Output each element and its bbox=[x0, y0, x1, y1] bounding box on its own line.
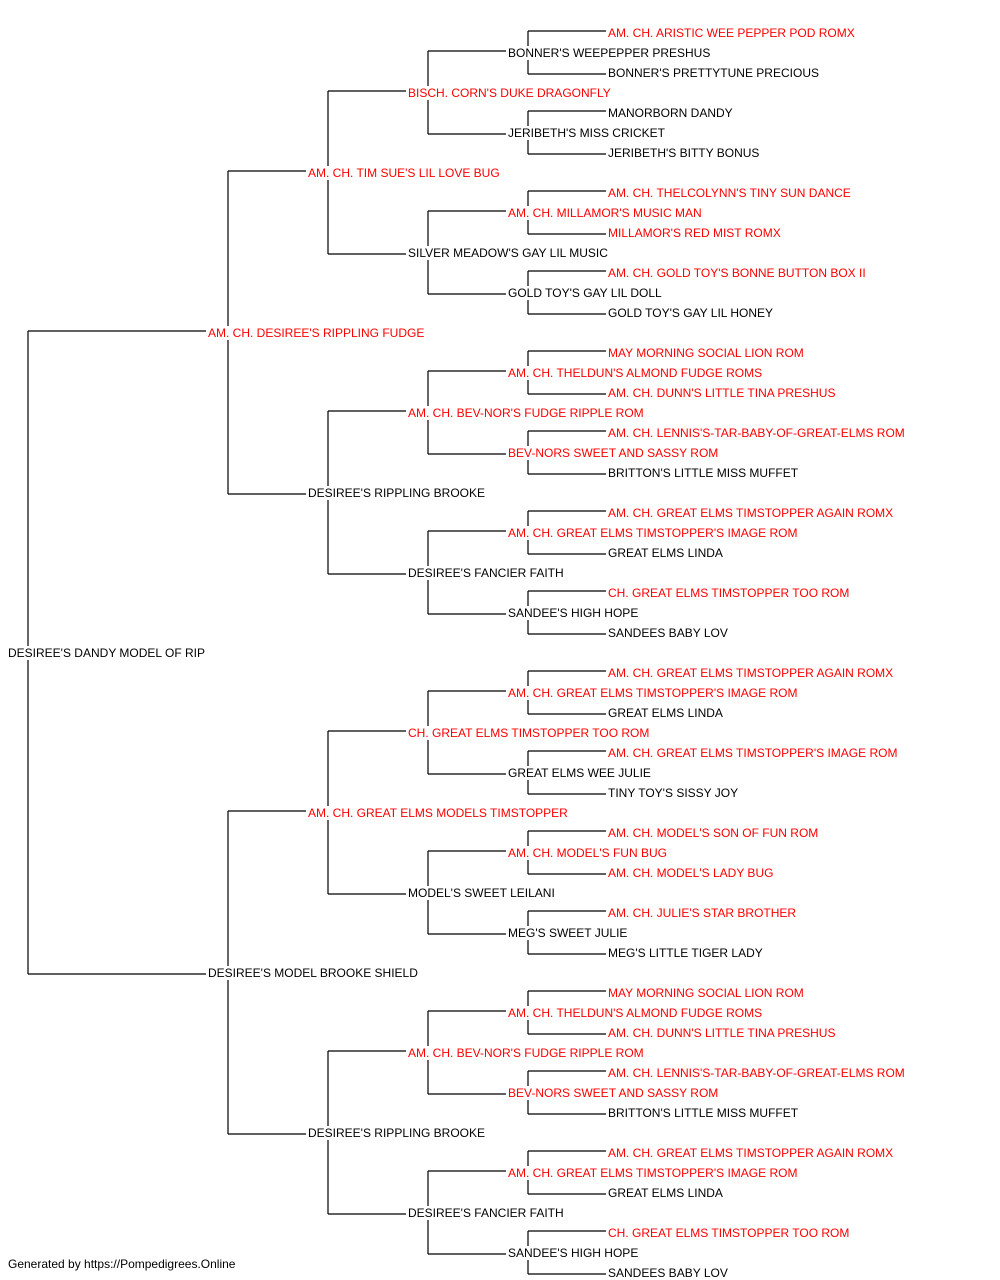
dam-name-gen3: DESIREE'S FANCIER FAITH bbox=[407, 566, 565, 580]
dam-name-gen5: BRITTON'S LITTLE MISS MUFFET bbox=[607, 1106, 800, 1120]
dam-name-gen4: JERIBETH'S MISS CRICKET bbox=[507, 126, 666, 140]
sire-name-gen4: AM. CH. GREAT ELMS TIMSTOPPER'S IMAGE RO… bbox=[507, 686, 799, 700]
dam-name-gen5: AM. CH. DUNN'S LITTLE TINA PRESHUS bbox=[607, 386, 837, 400]
dam-name-gen4: MEG'S SWEET JULIE bbox=[507, 926, 629, 940]
sire-name-gen4: AM. CH. THELDUN'S ALMOND FUDGE ROMS bbox=[507, 1006, 764, 1020]
sire-name-gen5: AM. CH. THELCOLYNN'S TINY SUN DANCE bbox=[607, 186, 852, 200]
footer-credit: Generated by https://Pompedigrees.Online bbox=[8, 1257, 236, 1271]
sire-name-gen5: AM. CH. MODEL'S SON OF FUN ROM bbox=[607, 826, 820, 840]
sire-name-gen5: AM. CH. LENNIS'S-TAR-BABY-OF-GREAT-ELMS … bbox=[607, 1066, 906, 1080]
dam-name-gen5: MILLAMOR'S RED MIST ROMX bbox=[607, 226, 782, 240]
dam-name-gen5: SANDEES BABY LOV bbox=[607, 626, 729, 640]
dam-name-gen3: DESIREE'S FANCIER FAITH bbox=[407, 1206, 565, 1220]
dam-name-gen4: BEV-NORS SWEET AND SASSY ROM bbox=[507, 446, 720, 460]
sire-name-gen5: CH. GREAT ELMS TIMSTOPPER TOO ROM bbox=[607, 1226, 851, 1240]
sire-name-gen4: AM. CH. MILLAMOR'S MUSIC MAN bbox=[507, 206, 703, 220]
dam-name-gen4: GREAT ELMS WEE JULIE bbox=[507, 766, 652, 780]
sire-name-gen5: AM. CH. GREAT ELMS TIMSTOPPER'S IMAGE RO… bbox=[607, 746, 899, 760]
sire-name-gen5: AM. CH. GREAT ELMS TIMSTOPPER AGAIN ROMX bbox=[607, 506, 895, 520]
sire-name-gen4: AM. CH. MODEL'S FUN BUG bbox=[507, 846, 668, 860]
sire-name-gen3: AM. CH. BEV-NOR'S FUDGE RIPPLE ROM bbox=[407, 406, 645, 420]
dam-name-gen2: DESIREE'S RIPPLING BROOKE bbox=[307, 1126, 487, 1140]
sire-name-gen5: MANORBORN DANDY bbox=[607, 106, 734, 120]
subject-dog-name: DESIREE'S DANDY MODEL OF RIP bbox=[7, 646, 206, 660]
dam-name-gen4: SANDEE'S HIGH HOPE bbox=[507, 1246, 640, 1260]
sire-name-gen5: AM. CH. LENNIS'S-TAR-BABY-OF-GREAT-ELMS … bbox=[607, 426, 906, 440]
dam-name-gen5: BONNER'S PRETTYTUNE PRECIOUS bbox=[607, 66, 820, 80]
dam-name-gen5: GOLD TOY'S GAY LIL HONEY bbox=[607, 306, 775, 320]
dam-name-gen1: DESIREE'S MODEL BROOKE SHIELD bbox=[207, 966, 419, 980]
dam-name-gen5: GREAT ELMS LINDA bbox=[607, 546, 724, 560]
dam-name-gen3: MODEL'S SWEET LEILANI bbox=[407, 886, 556, 900]
dam-name-gen2: DESIREE'S RIPPLING BROOKE bbox=[307, 486, 487, 500]
dam-name-gen3: SILVER MEADOW'S GAY LIL MUSIC bbox=[407, 246, 609, 260]
dam-name-gen4: BEV-NORS SWEET AND SASSY ROM bbox=[507, 1086, 720, 1100]
sire-name-gen5: AM. CH. JULIE'S STAR BROTHER bbox=[607, 906, 798, 920]
sire-name-gen4: AM. CH. THELDUN'S ALMOND FUDGE ROMS bbox=[507, 366, 764, 380]
sire-name-gen5: AM. CH. ARISTIC WEE PEPPER POD ROMX bbox=[607, 26, 856, 40]
sire-name-gen5: CH. GREAT ELMS TIMSTOPPER TOO ROM bbox=[607, 586, 851, 600]
sire-name-gen5: AM. CH. GOLD TOY'S BONNE BUTTON BOX II bbox=[607, 266, 867, 280]
sire-name-gen5: MAY MORNING SOCIAL LION ROM bbox=[607, 986, 805, 1000]
dam-name-gen5: GREAT ELMS LINDA bbox=[607, 1186, 724, 1200]
dam-name-gen5: BRITTON'S LITTLE MISS MUFFET bbox=[607, 466, 800, 480]
sire-name-gen5: AM. CH. GREAT ELMS TIMSTOPPER AGAIN ROMX bbox=[607, 666, 895, 680]
dam-name-gen5: AM. CH. MODEL'S LADY BUG bbox=[607, 866, 775, 880]
sire-name-gen5: MAY MORNING SOCIAL LION ROM bbox=[607, 346, 805, 360]
dam-name-gen4: GOLD TOY'S GAY LIL DOLL bbox=[507, 286, 663, 300]
dam-name-gen4: SANDEE'S HIGH HOPE bbox=[507, 606, 640, 620]
sire-name-gen4: AM. CH. GREAT ELMS TIMSTOPPER'S IMAGE RO… bbox=[507, 526, 799, 540]
dam-name-gen5: JERIBETH'S BITTY BONUS bbox=[607, 146, 761, 160]
dam-name-gen5: TINY TOY'S SISSY JOY bbox=[607, 786, 740, 800]
dam-name-gen5: MEG'S LITTLE TIGER LADY bbox=[607, 946, 764, 960]
sire-name-gen2: AM. CH. TIM SUE'S LIL LOVE BUG bbox=[307, 166, 501, 180]
sire-name-gen4: AM. CH. GREAT ELMS TIMSTOPPER'S IMAGE RO… bbox=[507, 1166, 799, 1180]
sire-name-gen1: AM. CH. DESIREE'S RIPPLING FUDGE bbox=[207, 326, 426, 340]
sire-name-gen4: BONNER'S WEEPEPPER PRESHUS bbox=[507, 46, 712, 60]
dam-name-gen5: AM. CH. DUNN'S LITTLE TINA PRESHUS bbox=[607, 1026, 837, 1040]
dam-name-gen5: SANDEES BABY LOV bbox=[607, 1266, 729, 1280]
sire-name-gen3: BISCH. CORN'S DUKE DRAGONFLY bbox=[407, 86, 612, 100]
sire-name-gen3: CH. GREAT ELMS TIMSTOPPER TOO ROM bbox=[407, 726, 651, 740]
sire-name-gen2: AM. CH. GREAT ELMS MODELS TIMSTOPPER bbox=[307, 806, 569, 820]
sire-name-gen5: AM. CH. GREAT ELMS TIMSTOPPER AGAIN ROMX bbox=[607, 1146, 895, 1160]
dam-name-gen5: GREAT ELMS LINDA bbox=[607, 706, 724, 720]
sire-name-gen3: AM. CH. BEV-NOR'S FUDGE RIPPLE ROM bbox=[407, 1046, 645, 1060]
